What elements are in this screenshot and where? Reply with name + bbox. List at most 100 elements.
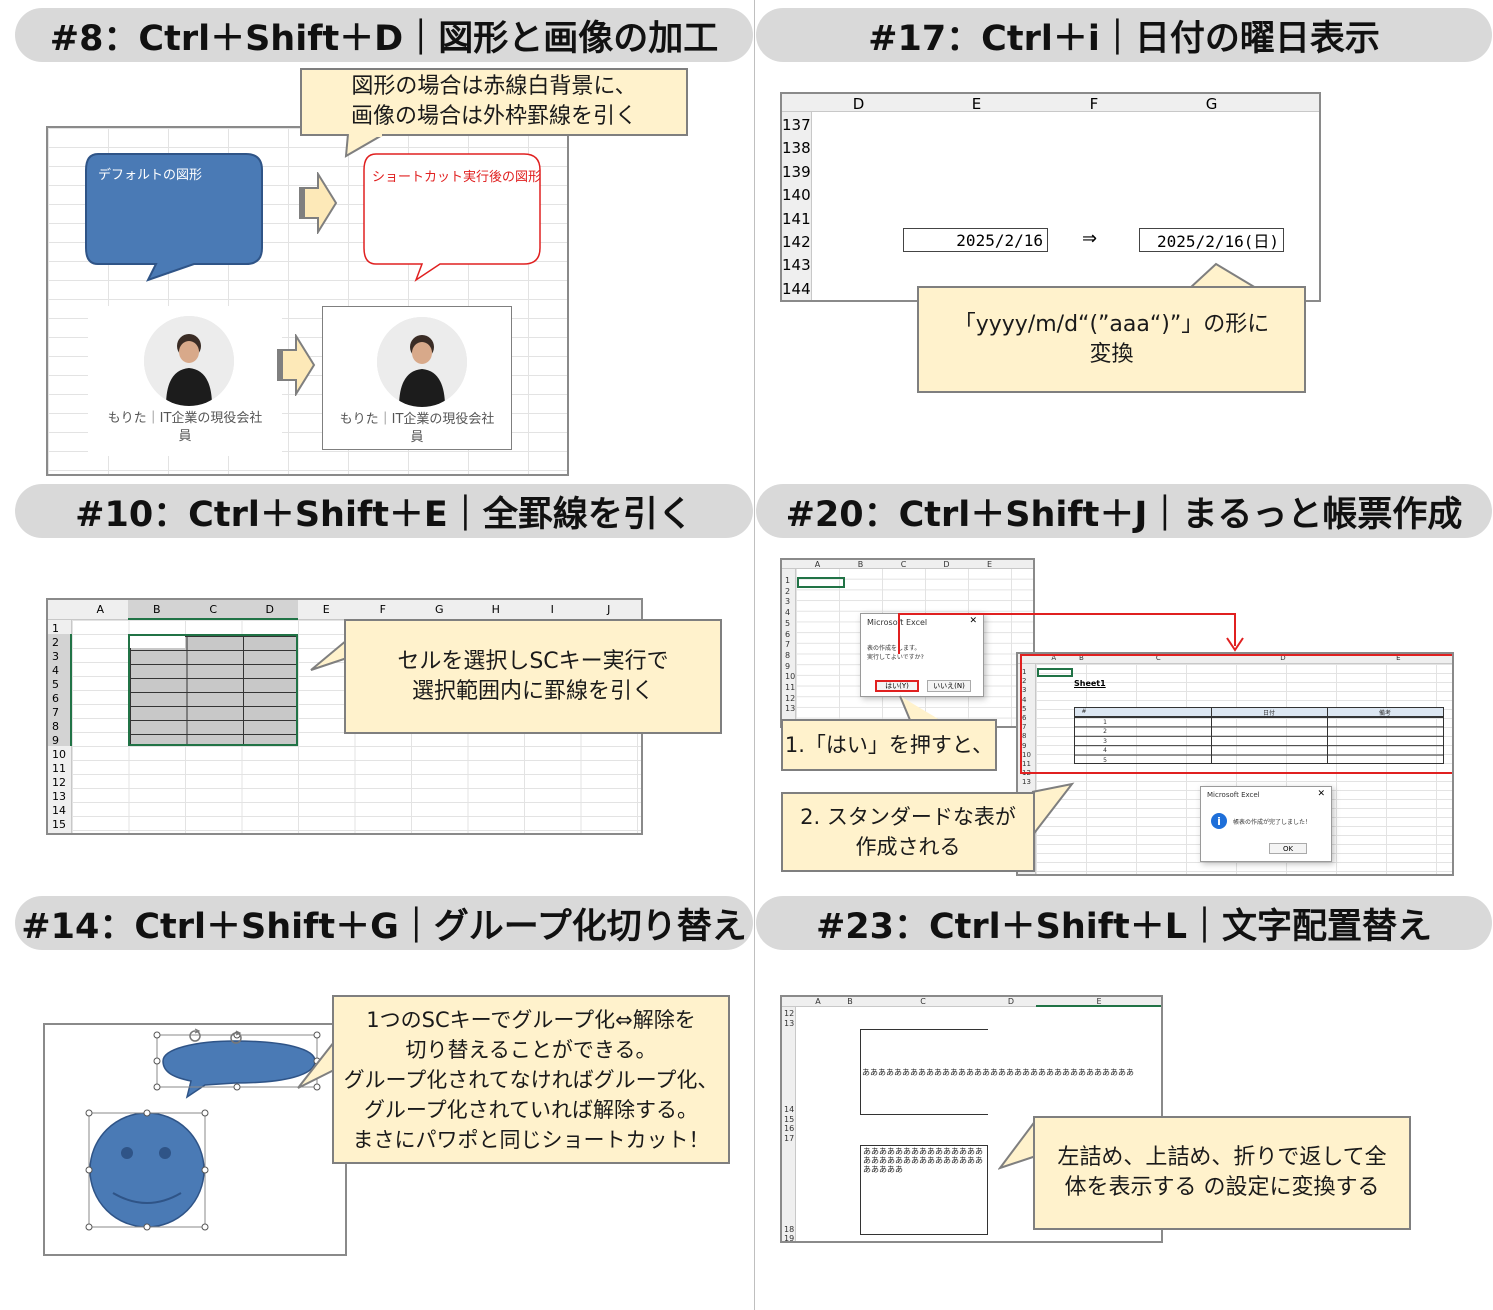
col-E: E [1396,654,1401,662]
p23-rows-top: 12 13 [784,1009,794,1029]
row-8: 8 [1022,732,1027,741]
panel-17-callout: 「yyyy/m/d“(”aaa“)”」の形に 変換 [917,286,1306,393]
rotate-handle-icon-2[interactable] [226,1028,246,1048]
info-icon: i [1211,813,1227,829]
table-row-4: 4 [1103,747,1107,755]
convert-arrow: ⇒ [1082,228,1098,249]
row-137: 137 [782,116,811,134]
row-header-bar [782,1007,796,1241]
default-callout-shape[interactable] [84,152,266,284]
selected-rows-highlight [48,634,72,746]
date-cell-after[interactable]: 2025/2/16(日) [1139,228,1284,252]
panel-23-header: #23：Ctrl＋Shift＋L｜文字配置替え [756,896,1492,950]
after-callout-shape[interactable] [362,152,544,284]
row-numbers: 1 2 3 4 5 6 7 8 9 10 11 12 13 14 15 [52,622,66,832]
col-C: C [900,560,907,569]
selected-column-indicator [1036,1005,1161,1007]
col-D: D [1280,654,1286,662]
image-before[interactable]: もりた｜IT企業の現役会社 員 [88,306,282,456]
image-after[interactable]: もりた｜IT企業の現役会社 員 [322,306,512,450]
generated-table[interactable]: # 日付 備考 1 2 3 4 5 [1074,707,1444,764]
row-12: 12 [785,693,796,703]
panel-20-header: #20：Ctrl＋Shift＋J｜まるっと帳票作成 [756,484,1492,538]
panel-8-callout-tail [344,134,385,158]
col-D: D [943,560,950,569]
table-row-5: 5 [1103,756,1107,764]
col-B: B [847,997,853,1006]
complete-dialog: Microsoft Excel ✕ i 帳表の作成が完了しました！ OK [1200,786,1332,862]
panel-17-callout-tail [1190,262,1257,289]
table-row-3: 3 [1103,737,1107,745]
column-header-bar [782,560,1033,569]
row-14: 14 [52,804,66,817]
row-2: 2 [1022,677,1027,686]
col-B: B [857,560,864,569]
row-header-bar [782,569,796,726]
row-9: 9 [52,734,59,747]
panel-20-callout2-tail [1031,782,1075,837]
table-header-date: 日付 [1262,710,1275,717]
active-cell[interactable] [797,577,845,588]
panel-20-big-sheet: A B C D E 1 2 3 4 5 6 7 8 9 10 11 12 13 … [1016,652,1454,876]
col-A: A [1051,654,1057,662]
col-H: H [491,603,500,616]
panel-20-small-sheet: A B C D E 1 2 3 4 5 6 7 8 9 10 11 12 13 … [780,558,1035,728]
cell-before[interactable] [860,1029,988,1115]
selected-columns-highlight [128,600,298,620]
rotate-handle-icon[interactable] [185,1026,205,1046]
panel-23-sheet: A B C D E 12 13 14 15 16 17 18 19 ああああああ… [780,995,1163,1243]
row-4: 4 [785,608,791,618]
row-11: 11 [785,683,796,693]
row-7: 7 [52,706,59,719]
active-cell[interactable] [1037,668,1073,677]
column-E: E [971,95,982,113]
column-header-bar [782,997,1161,1007]
row-13: 13 [784,1019,795,1028]
row-10: 10 [52,748,66,761]
col-G: G [434,603,444,616]
row-2: 2 [785,586,791,596]
column-letters: A B C D E F G H I J [72,603,641,616]
close-icon[interactable]: ✕ [1317,789,1325,799]
row-15: 15 [784,1114,795,1124]
row-9: 9 [785,661,791,671]
no-button[interactable]: いいえ(N) [927,680,971,692]
row-138: 138 [782,139,811,158]
right-arrow-icon [299,172,338,234]
row-numbers: 137 138 139 140 141 142 143 144 [782,114,812,300]
confirm-dialog: Microsoft Excel ✕ 表の作成をします。 実行してよいですか? は… [860,613,984,697]
confirm-dialog-text: 表の作成をします。 実行してよいですか? [867,645,924,661]
row-13: 13 [785,704,796,714]
row-16: 16 [784,1124,795,1133]
red-connector-arrow [898,613,1244,654]
p23-rows-bottom: 18 19 [784,1225,794,1241]
row-8: 8 [52,720,59,733]
col-C: C [209,603,218,616]
panel-14-callout: 1つのSCキーでグループ化⇔解除を 切り替えることができる。 グループ化されてな… [332,995,730,1164]
cell-after[interactable]: あああああああああああああああああああああああああああああああああああ [860,1145,988,1235]
row-6: 6 [52,692,59,705]
big-row-numbers: 1 2 3 4 5 6 7 8 9 10 11 12 13 [1022,668,1031,788]
row-7: 7 [785,640,791,650]
panel-20-callout1-tail [899,695,940,721]
row-13: 13 [1022,778,1031,787]
col-A: A [96,603,105,616]
row-header-bar [782,112,812,300]
ok-button[interactable]: OK [1269,843,1307,854]
row-17: 17 [784,1133,795,1143]
close-icon[interactable]: ✕ [969,616,977,626]
date-cell-before[interactable]: 2025/2/16 [903,228,1048,252]
panel-17-sheet: D E F G 137 138 139 140 141 142 143 144 … [780,92,1321,302]
bordered-selection-range[interactable] [128,634,298,746]
complete-dialog-text: 帳表の作成が完了しました！ [1233,819,1312,826]
row-143: 143 [782,256,811,275]
complete-dialog-title: Microsoft Excel [1207,791,1260,799]
p23-column-letters: A B C D E [796,997,1161,1006]
active-cell[interactable] [130,636,185,648]
after-shape-label: ショートカット実行後の図形 [372,170,542,185]
column-header-bar [1018,654,1452,664]
group-shapes[interactable] [45,1025,345,1254]
column-G: G [1205,95,1218,113]
image-caption-after: もりた｜IT企業の現役会社 員 [339,412,495,445]
yes-button[interactable]: はい(Y) [875,680,919,692]
